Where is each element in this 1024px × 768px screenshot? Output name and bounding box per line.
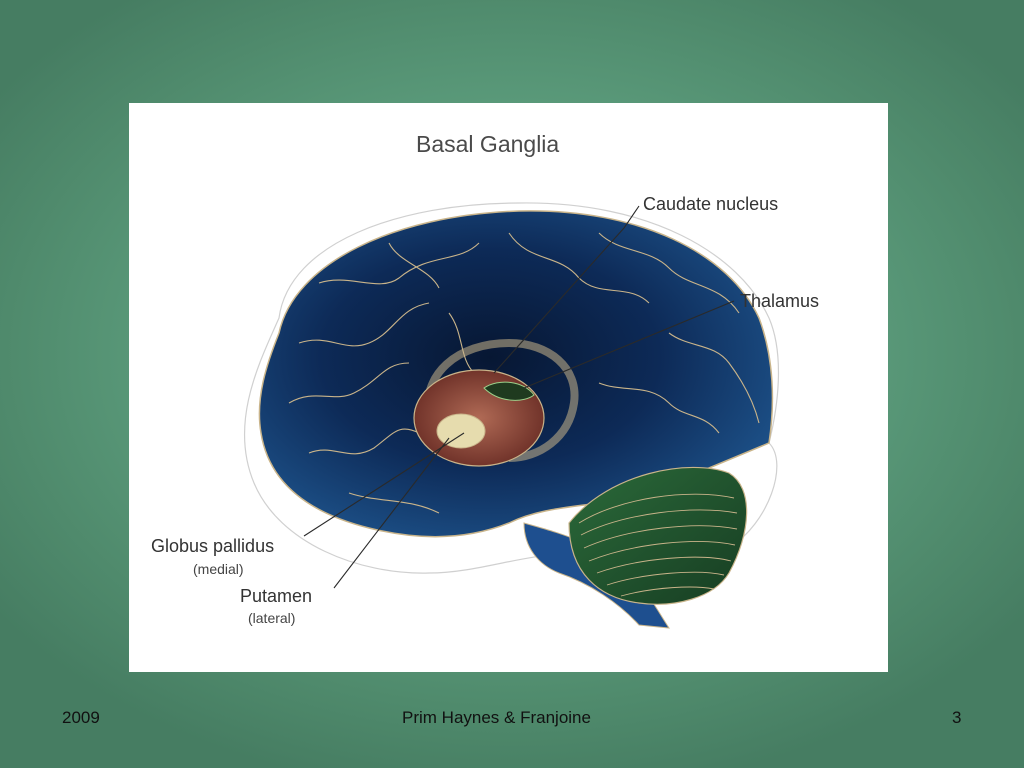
- thalamus-label: Thalamus: [740, 291, 820, 311]
- globus-pallidus-sublabel: (medial): [193, 561, 244, 577]
- putamen-label: Putamen: [240, 586, 313, 606]
- diagram-title: Basal Ganglia: [416, 131, 560, 157]
- brain-illustration: [243, 202, 780, 629]
- leader-lines: [303, 205, 735, 589]
- caudate-nucleus-label: Caudate nucleus: [643, 194, 779, 214]
- thalamus-shape: [483, 381, 535, 401]
- gyri-lines: [288, 232, 760, 514]
- caudate-arc: [423, 338, 579, 462]
- globus-pallidus-shape: [436, 413, 486, 449]
- cerebellum-folia: [578, 493, 738, 597]
- putamen-sublabel: (lateral): [248, 610, 296, 626]
- globus-pallidus-label: Globus pallidus: [151, 536, 275, 556]
- footer-year: 2009: [62, 708, 100, 727]
- footer-page-number: 3: [952, 708, 962, 727]
- cerebellum: [568, 466, 748, 605]
- footer-authors: Prim Haynes & Franjoine: [402, 708, 591, 727]
- putamen-shape: [413, 369, 545, 467]
- basal-ganglia-figure: Basal Ganglia Caudate nucleus Thalamus G…: [129, 103, 888, 672]
